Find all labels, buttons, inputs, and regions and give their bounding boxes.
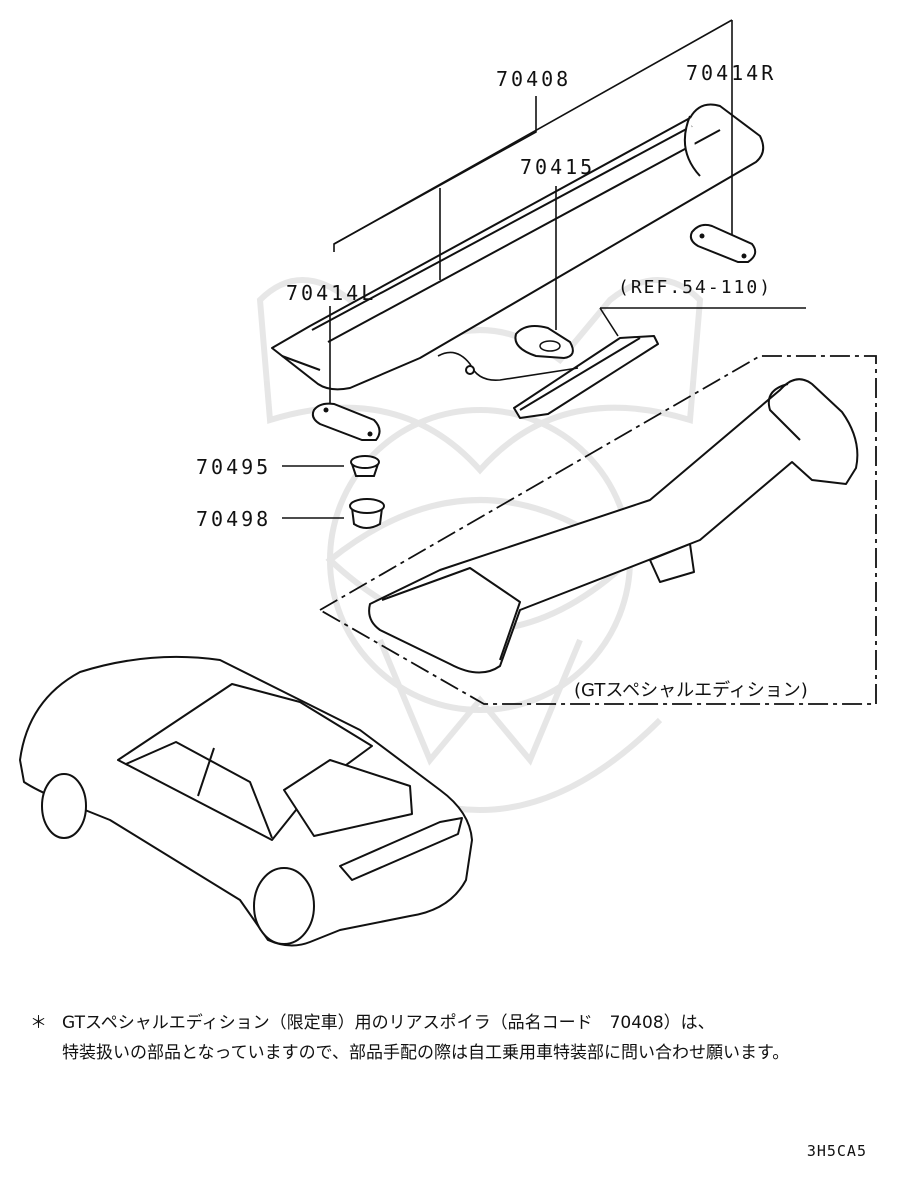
footnote: ＊ GTスペシャルエディション（限定車）用のリアスポイラ（品名コード 70408）… (30, 1008, 880, 1068)
cap-70498 (349, 498, 385, 529)
label-70415: 70415 (520, 155, 595, 179)
grommet-70495 (350, 455, 380, 477)
diagram-code: 3H5CA5 (806, 1142, 867, 1160)
note-line-2: 特装扱いの部品となっていますので、部品手配の際は自工乗用車特装部に問い合わせ願い… (62, 1043, 790, 1063)
leader-ref (599, 307, 806, 337)
stop-lamp-ref (437, 335, 659, 419)
leader-70408 (333, 19, 733, 280)
note-marker: ＊ (30, 1013, 47, 1033)
gasket-70414r (689, 223, 757, 263)
rear-spoiler-70408 (271, 103, 765, 391)
label-70495: 70495 (196, 455, 271, 479)
label-70498: 70498 (196, 507, 271, 531)
gt-edition-spoiler (368, 378, 859, 674)
gt-edition-outline (318, 355, 877, 705)
label-ref: (REF.54-110) (618, 277, 772, 298)
label-70408: 70408 (496, 67, 571, 91)
vehicle-illustration (19, 655, 473, 947)
label-70414r: 70414R (686, 61, 776, 85)
note-line-1: GTスペシャルエディション（限定車）用のリアスポイラ（品名コード 70408）は… (62, 1013, 715, 1033)
label-70414l: 70414L (286, 281, 376, 305)
label-gt-edition: (GTスペシャルエディション) (574, 680, 808, 701)
gasket-70414l (311, 402, 381, 441)
